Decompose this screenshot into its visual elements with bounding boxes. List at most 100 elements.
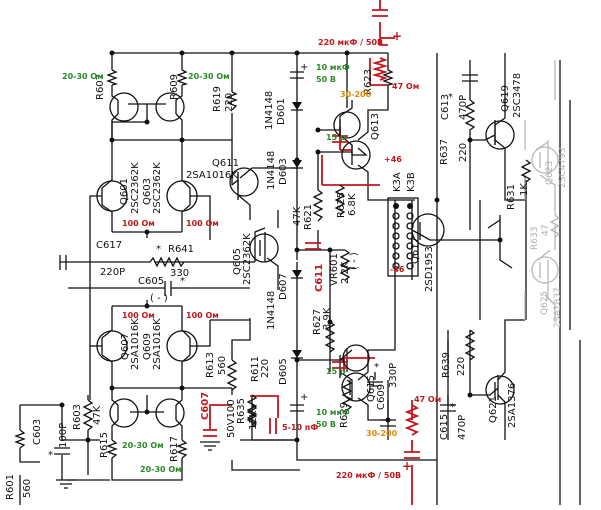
q607-type: 2SA1016K (130, 318, 141, 370)
transistors (96, 92, 559, 428)
r629-label: R629 (339, 402, 350, 428)
r633-label: R633 (530, 227, 540, 250)
q613-transistor (333, 111, 361, 139)
range-bot-note: 30-200 (366, 429, 398, 438)
r611-body (246, 394, 258, 426)
d601-name: D601 (276, 98, 287, 125)
q617-label: Q617 (410, 237, 421, 264)
c607-value: 50V100 (226, 399, 237, 438)
r639-label: R639 (441, 352, 452, 378)
r627-body (324, 321, 336, 353)
cap-bot-note: 220 мкФ / 50В (336, 471, 401, 480)
q619-label: Q619 (500, 85, 511, 112)
q621-type: 2SA1376 (507, 383, 518, 428)
q615-label: Q615 (366, 375, 377, 402)
c607-cap (203, 429, 217, 437)
k3b-label: K3B (406, 172, 417, 192)
r617-note: 20-30 Ом (140, 465, 182, 474)
c603-label: C603 (32, 419, 43, 445)
r621-label: R621 (303, 204, 314, 230)
relay-k3 (387, 197, 419, 277)
r641-label: R641 (168, 244, 194, 255)
q617-type: 2SD1953 (424, 246, 435, 292)
c609-label: C609 (376, 384, 387, 410)
star-c603: * (48, 450, 53, 461)
q605-label: Q605 (232, 248, 243, 275)
c603-value: 100P (58, 423, 69, 448)
q609-transistor (166, 330, 198, 362)
modification-notes: 220 мкФ / 50В 47 Ом 10 мкФ 50 В 30-200 2… (62, 38, 441, 480)
d605-diode (292, 350, 302, 358)
c10uf-bot-note: 10 мкФ (316, 408, 350, 417)
q607-100-note: 100 Ом (122, 311, 155, 320)
star-c615: * (450, 402, 455, 413)
r641-body (149, 256, 185, 268)
r635-label: R635 (236, 398, 247, 424)
c605-cap (164, 281, 172, 296)
r633-value: 47 (541, 225, 551, 236)
r627-value: 3.9K (322, 307, 333, 330)
q623-transistor (531, 146, 559, 174)
q601-type: 2SC2362K (130, 162, 141, 214)
c15p-bot-note: 15 р (326, 367, 346, 376)
r617-label: R617 (169, 436, 180, 462)
c603-cap (54, 447, 70, 455)
c10uf-top-note: 10 мкФ (316, 63, 350, 72)
r601-value: 560 (22, 479, 33, 498)
q601-label: Q601 (119, 178, 130, 205)
svg-text:+: + (392, 29, 402, 43)
q609-label: Q609 (142, 333, 153, 360)
q603-label: Q603 (142, 178, 153, 205)
q619-transistor (485, 120, 515, 150)
q625-label: Q625 (540, 291, 550, 315)
c15p-bot-cap (332, 361, 348, 369)
r615-label: R615 (99, 432, 110, 458)
c10uf-bot-cap (290, 404, 304, 412)
r613-value: 560 (217, 356, 228, 375)
q621-label: Q621 (488, 396, 499, 423)
c613-value: 470P (458, 95, 469, 120)
r639-value: 220 (456, 357, 467, 376)
c617-cap (59, 255, 67, 270)
d603-name: D603 (278, 158, 289, 185)
q-mirror-right (155, 398, 185, 428)
r613-body (226, 359, 238, 391)
r637-label: R637 (439, 139, 450, 165)
r603-body (82, 399, 94, 431)
c605-polarity: ( - ) (150, 293, 168, 304)
r637-body (464, 99, 476, 150)
gray-parallel-section (524, 60, 556, 320)
r601-label: R601 (5, 474, 16, 500)
r47-top-note: 47 Ом (392, 82, 419, 91)
star-c609: * (374, 362, 379, 373)
c611-label: C611 (314, 264, 325, 292)
r637-value: 220 (458, 143, 469, 162)
d601-label: 1N4148 (264, 91, 275, 130)
r607-body (106, 69, 119, 86)
r623-label: R623 (363, 69, 374, 95)
r611-label: R611 (250, 356, 261, 382)
c611-cap (305, 242, 321, 250)
range-top-note: 30-200 (340, 90, 372, 99)
q611-transistor (229, 167, 259, 197)
plus46-note: +46 (384, 155, 402, 164)
q623-label: Q623 (545, 161, 555, 185)
r601-body (14, 429, 26, 449)
c5-10p-cap (269, 418, 277, 434)
c15p-top-note: 15 р (326, 133, 346, 142)
star-c613: * (448, 92, 453, 103)
capacitors (54, 9, 478, 459)
c613-label: C613 (440, 94, 451, 120)
r627-label: R627 (312, 309, 323, 335)
resistors (14, 57, 561, 459)
r47-bot-note: 47 Ом (414, 395, 441, 404)
r47-top-body (371, 57, 389, 81)
q603-100-note: 100 Ом (186, 219, 219, 228)
c609-value: 330P (388, 363, 399, 388)
r603-label: R603 (72, 404, 83, 430)
r603-value: 47K (92, 405, 103, 425)
d607-label: 1N4148 (266, 291, 277, 330)
r609-note: 20-30 Ом (188, 72, 230, 81)
c615-label: C615 (439, 414, 450, 440)
